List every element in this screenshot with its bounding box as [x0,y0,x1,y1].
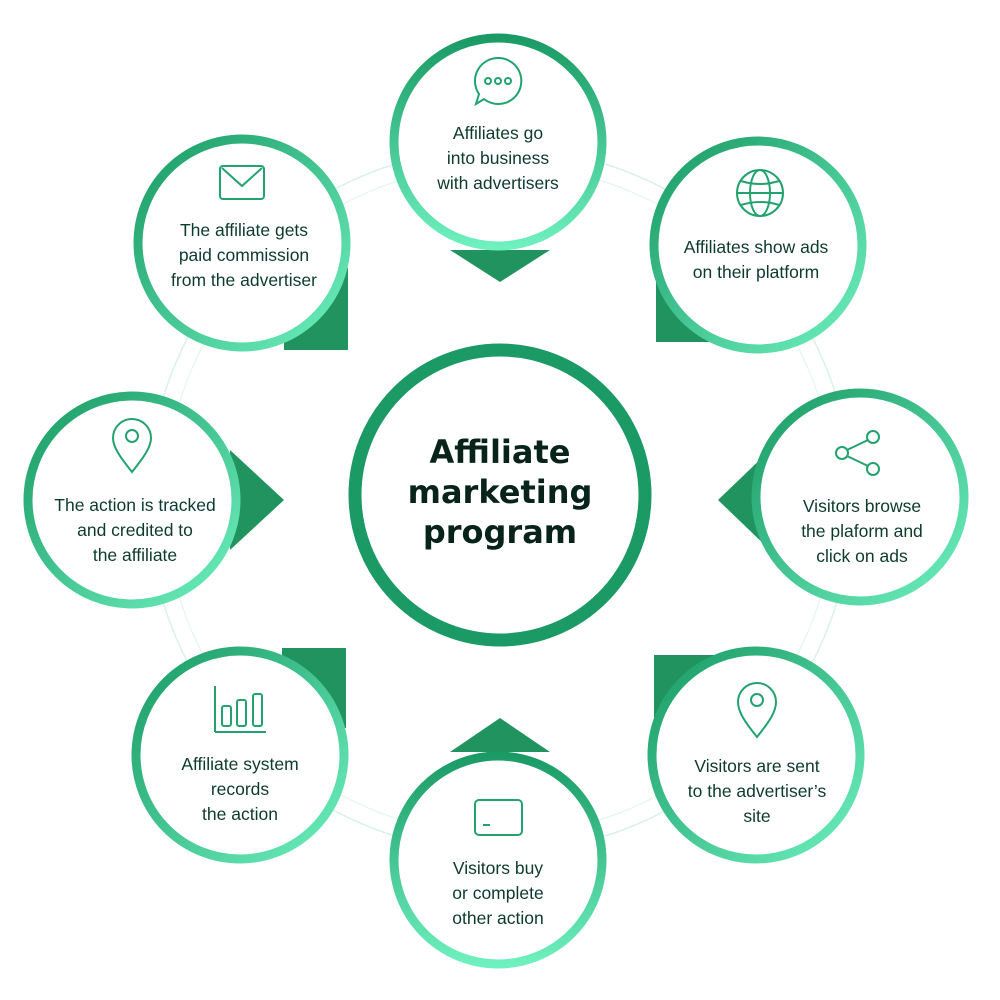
globe-icon [736,169,784,217]
node-text-line: from the advertiser [171,270,317,290]
center-title-line: marketing [407,473,593,511]
node-text-line: the plaform and [801,521,923,541]
node-text-line: Visitors buy [452,858,544,878]
node-text-line: into business [446,148,550,168]
chat-bubble-icon [474,56,523,107]
center-title-line: program [422,513,578,551]
node-text-line: on their platform [692,262,820,282]
center-title: Affiliate marketing program [350,432,650,552]
bar-chart-icon [214,686,266,733]
node-circle-paid-commission [133,134,351,352]
node-circle-visitors-browse [751,388,969,606]
node-text-paid-commission: The affiliate gets paid commission from … [139,218,349,293]
node-circle-visitors-buy [389,751,607,969]
node-text-line: site [743,806,771,826]
node-text-go-into-business: Affiliates go into business with adverti… [393,121,603,196]
node-text-line: The affiliate gets [179,220,309,240]
pointer-action-tracked [230,450,284,550]
node-circle-sent-to-site [647,646,865,864]
node-text-sent-to-site: Visitors are sent to the advertiser’s si… [652,754,862,829]
node-text-line: Affiliates show ads [683,237,829,257]
node-circle-system-records [131,646,349,864]
node-text-line: Visitors browse [802,496,922,516]
node-circle-show-ads [649,136,867,354]
node-text-line: Visitors are sent [694,756,820,776]
node-text-line: records [210,779,270,799]
pointer-go-into-business [450,250,550,282]
node-text-line: the action [202,804,278,824]
node-text-line: Affiliates go [452,123,544,143]
share-icon [835,430,880,476]
node-text-visitors-browse: Visitors browse the plaform and click on… [757,494,967,569]
node-text-line: or complete [452,883,544,903]
node-text-show-ads: Affiliates show ads on their platform [651,235,861,285]
center-circle [348,343,652,647]
envelope-icon [219,165,265,200]
node-circle-action-tracked [23,391,241,609]
node-text-line: Affiliate system [181,754,299,774]
node-text-line: and credited to [77,520,193,540]
node-text-line: paid commission [178,245,310,265]
node-text-visitors-buy: Visitors buy or complete other action [393,856,603,931]
node-circle-go-into-business [389,33,607,251]
node-text-line: other action [452,908,544,928]
node-text-line: click on ads [816,546,908,566]
location-pin-icon [736,682,778,739]
node-text-line: with advertisers [437,173,559,193]
location-pin-icon [111,418,153,474]
credit-card-icon [474,799,523,836]
node-text-system-records: Affiliate system records the action [135,752,345,827]
center-title-line: Affiliate [429,433,571,471]
node-text-line: The action is tracked [54,495,216,515]
node-text-action-tracked: The action is tracked and credited to th… [30,493,240,568]
node-text-line: to the advertiser’s [687,781,827,801]
node-text-line: the affiliate [92,545,178,565]
pointer-visitors-buy [450,718,550,752]
